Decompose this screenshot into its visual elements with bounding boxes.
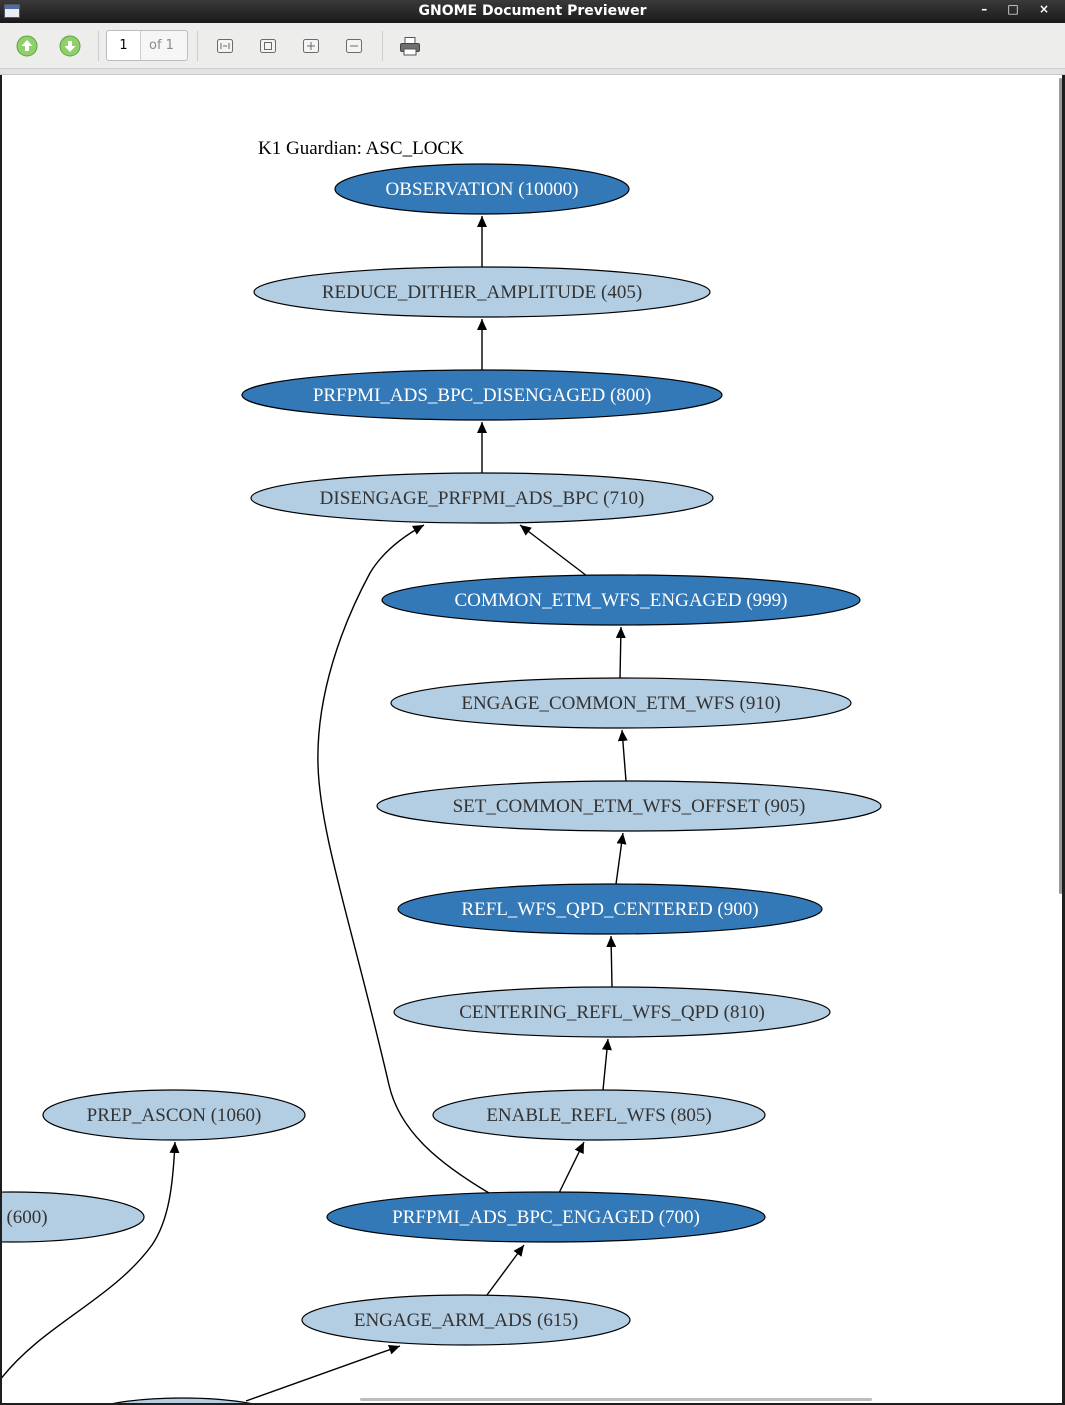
edge-common_etm_engaged-to-disengage_prfpmi (519, 524, 588, 577)
edge-prfpmi_engaged-to-enable_refl_wfs (558, 1141, 585, 1194)
node-observation: OBSERVATION (10000) (334, 163, 630, 215)
edge-offscreen-to-engage_arm_ads (245, 1344, 401, 1402)
node-prep-ascon: PREP_ASCON (1060) (42, 1089, 306, 1141)
zoom-in-button[interactable] (299, 34, 323, 58)
window-title: GNOME Document Previewer (418, 3, 647, 19)
minimize-icon[interactable]: – (981, 2, 996, 16)
node-ellipse (397, 883, 823, 935)
toolbar-separator (197, 31, 198, 61)
state-graph: K1 Guardian: ASC_LOCK OBSERVATION (10000… (2, 138, 882, 1403)
print-icon (400, 37, 420, 56)
window-titlebar: GNOME Document Previewer – □ × (0, 0, 1065, 23)
node-disengage-prfpmi: DISENGAGE_PRFPMI_ADS_BPC (710) (250, 472, 714, 524)
go-up-icon (16, 35, 38, 57)
close-icon[interactable]: × (1038, 2, 1057, 16)
edge-engage_common_etm-to-common_etm_engaged (615, 626, 626, 679)
node-ellipse (381, 574, 861, 626)
toolbar-shadow (0, 69, 1065, 75)
zoom-page-width-icon (260, 39, 276, 53)
node-ellipse (250, 472, 714, 524)
node-label: PRFPMI_ADS_BPC_ENGAGED (700) (392, 1207, 700, 1228)
node-centering-refl: CENTERING_REFL_WFS_QPD (810) (393, 986, 831, 1038)
node-engage-common-etm: ENGAGE_COMMON_ETM_WFS (910) (390, 677, 852, 729)
toolbar-separator (382, 31, 383, 61)
window-controls: – □ × (981, 2, 1057, 16)
node-offscreen (112, 1397, 252, 1403)
toolbar-separator (98, 31, 99, 61)
node-label: COMMON_ETM_WFS_ENGAGED (999) (454, 590, 787, 611)
node-ellipse (432, 1089, 766, 1141)
zoom-best-fit-button[interactable] (213, 34, 237, 58)
edge-set_common_etm_offset-to-engage_common_etm (617, 729, 628, 782)
horizontal-scrollbar[interactable] (360, 1398, 872, 1401)
node-ellipse (253, 266, 711, 318)
next-page-button[interactable] (58, 34, 82, 58)
node-label: OBSERVATION (10000) (386, 179, 579, 200)
node-ellipse (241, 369, 723, 421)
node-refl-wfs-qpd-centered: REFL_WFS_QPD_CENTERED (900) (397, 883, 823, 935)
maximize-icon[interactable]: □ (1007, 2, 1027, 16)
node-ellipse (2, 1191, 145, 1243)
node-label: ENABLE_REFL_WFS (805) (486, 1105, 711, 1126)
node-common-etm-engaged: COMMON_ETM_WFS_ENGAGED (999) (381, 574, 861, 626)
node-label: ENGAGE_COMMON_ETM_WFS (910) (461, 693, 780, 714)
node-ellipse (301, 1294, 631, 1346)
node-prfpmi-engaged: PRFPMI_ADS_BPC_ENGAGED (700) (326, 1191, 766, 1243)
node-ellipse (42, 1089, 306, 1141)
edge-enable_refl_wfs-to-centering_refl (601, 1038, 612, 1091)
node-label: PREP_ASCON (1060) (87, 1105, 262, 1126)
node-engage-arm-ads: ENGAGE_ARM_ADS (615) (301, 1294, 631, 1346)
previous-page-button[interactable] (15, 34, 39, 58)
page-number-input[interactable] (107, 31, 141, 60)
node-ellipse (393, 986, 831, 1038)
print-button[interactable] (398, 34, 422, 58)
document-page[interactable]: K1 Guardian: ASC_LOCK OBSERVATION (10000… (2, 75, 1062, 1403)
graph-edges (2, 216, 628, 1403)
node-label: REDUCE_DITHER_AMPLITUDE (405) (322, 282, 642, 303)
node-ellipse (326, 1191, 766, 1243)
zoom-out-button[interactable] (342, 34, 366, 58)
edge-centering_refl-to-refl_wfs_qpd_centered (606, 935, 617, 988)
node-label: CENTERING_REFL_WFS_QPD (810) (459, 1002, 765, 1023)
zoom-best-fit-icon (217, 39, 233, 53)
page-count-label: of 1 (149, 38, 174, 53)
node-prfpmi-disengaged: PRFPMI_ADS_BPC_DISENGAGED (800) (241, 369, 723, 421)
go-down-icon (59, 35, 81, 57)
node-label: PRFPMI_ADS_BPC_DISENGAGED (800) (313, 385, 651, 406)
zoom-in-icon (303, 39, 319, 53)
node-label: REFL_WFS_QPD_CENTERED (900) (461, 899, 758, 920)
page-selector: of 1 (106, 30, 188, 61)
node-ellipse (390, 677, 852, 729)
edge-prfpmi_engaged-to-disengage_prfpmi (317, 524, 490, 1194)
node-ellipse (334, 163, 630, 215)
node-partial-600: ED (600) (2, 1191, 145, 1243)
vertical-scrollbar[interactable] (1059, 78, 1062, 894)
node-label: SET_COMMON_ETM_WFS_OFFSET (905) (453, 796, 806, 817)
node-enable-refl-wfs: ENABLE_REFL_WFS (805) (432, 1089, 766, 1141)
node-set-common-etm-offset: SET_COMMON_ETM_WFS_OFFSET (905) (376, 780, 882, 832)
graph-nodes: OBSERVATION (10000) REDUCE_DITHER_AMPLITU… (2, 163, 882, 1346)
node-ellipse (376, 780, 882, 832)
node-reduce-dither: REDUCE_DITHER_AMPLITUDE (405) (253, 266, 711, 318)
toolbar: of 1 (0, 23, 1065, 69)
edge-refl_wfs_qpd_centered-to-set_common_etm_offset (615, 832, 627, 885)
graph-title: K1 Guardian: ASC_LOCK (258, 138, 464, 159)
edge-offscreen-to-prep_ascon (2, 1141, 180, 1379)
zoom-page-width-button[interactable] (256, 34, 280, 58)
zoom-out-icon (346, 39, 362, 53)
app-window-icon (4, 4, 20, 18)
edge-engage_arm_ads-to-prfpmi_engaged (486, 1244, 525, 1296)
node-label: ED (600) (2, 1207, 48, 1228)
node-label: DISENGAGE_PRFPMI_ADS_BPC (710) (320, 488, 645, 509)
node-label: ENGAGE_ARM_ADS (615) (354, 1310, 578, 1331)
